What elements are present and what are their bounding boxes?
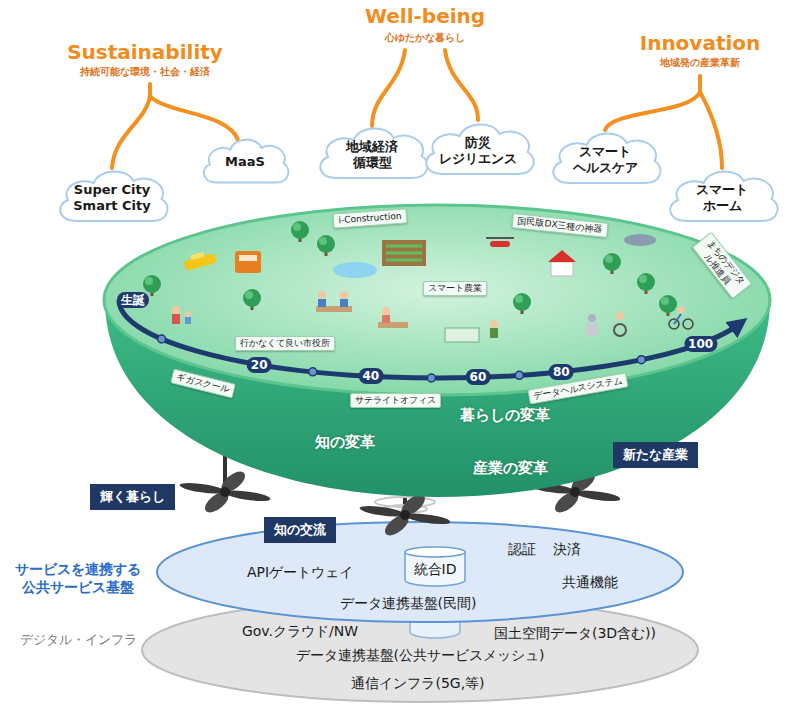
navy-label-box: 知の交流 — [264, 517, 336, 543]
node-text: 統合ID — [414, 561, 457, 579]
node-text: 知の交流 — [274, 521, 326, 539]
spring-lines — [375, 497, 435, 513]
cloud-bubble-outline-part — [60, 171, 167, 221]
node-text: スマート ホーム — [680, 182, 764, 213]
heading-text: Well-being — [365, 4, 485, 28]
node-text: 知の変革 — [315, 433, 375, 452]
orange-branch-line — [605, 76, 700, 130]
infra-platform-ellipse-outline-part — [410, 592, 460, 638]
node-text: 通信インフラ(5G,等) — [351, 675, 484, 693]
subheading-text: 地域発の産業革新 — [660, 56, 740, 70]
node-text: データ連携基盤(民間) — [340, 595, 477, 613]
node-text: データ連携基盤(公共サービスメッシュ) — [296, 647, 545, 665]
timeline-marker: 20 — [247, 357, 272, 373]
cloud-bubble: MaaS — [199, 134, 291, 186]
orange-branch-line — [700, 92, 722, 168]
cloud-bubble: 地域経済 循環型 — [314, 122, 431, 182]
tag-label: サテライトオフィス — [350, 393, 441, 408]
cloud-bubble-outline-part — [553, 133, 660, 183]
node-text: 共通機能 — [562, 574, 618, 592]
orange-branch-line — [150, 96, 238, 140]
node-text: デジタル・インフラ — [20, 631, 137, 649]
timeline-marker: 80 — [549, 364, 574, 380]
node-text: Gov.クラウド/NW — [242, 623, 358, 641]
subheading-text: 心ゆたかな暮らし — [385, 31, 465, 45]
service-platform-ellipse: サービスを連携する 公共サービス基盤APIゲートウェイ認証決済共通機能データ連携… — [155, 520, 685, 624]
node-text: 決済 — [553, 541, 581, 559]
spring-lines-part — [375, 497, 435, 507]
cloud-bubble: Super City Smart City — [54, 165, 171, 225]
node-text: 地域経済 循環型 — [330, 139, 414, 170]
tag-label: スマート農業 — [423, 281, 487, 296]
bowl-platform-outline-part — [104, 205, 770, 497]
cloud-bubble-outline-part — [426, 124, 533, 174]
propeller-symbol — [177, 470, 273, 513]
node-text: スマート農業 — [428, 283, 482, 293]
infra-platform-ellipse-outline-part — [142, 598, 698, 702]
node-text: サービスを連携する 公共サービス基盤 — [9, 560, 147, 596]
node-text: 防災 レジリエンス — [436, 135, 520, 166]
node-text: 暮らしの変革 — [460, 406, 550, 425]
node-text: i-Construction — [338, 211, 402, 226]
subheading-text: 持続可能な環境・社会・経済 — [80, 65, 210, 79]
cloud-bubble: スマート ヘルスケア — [547, 127, 664, 187]
node-text: 行かなくて良い市役所 — [240, 338, 330, 348]
service-platform-ellipse-outline-part — [157, 522, 683, 622]
tag-label: 行かなくて良い市役所 — [235, 336, 335, 351]
heading-text: Sustainability — [67, 40, 223, 64]
timeline-marker: 生誕 — [117, 292, 149, 308]
node-text: スマート ヘルスケア — [563, 144, 647, 175]
orange-branch-line — [112, 84, 150, 168]
bowl-platform-outline-part-part — [104, 205, 770, 395]
spring-lines-part — [383, 505, 427, 513]
cloud-bubble-outline-part — [320, 128, 427, 178]
node-text: 国土空間データ(3D含む)) — [494, 625, 656, 643]
node-text: 産業の変革 — [473, 459, 548, 478]
node-text: APIゲートウェイ — [247, 564, 353, 582]
node-text: サテライトオフィス — [355, 395, 436, 405]
cloud-bubble: 防災 レジリエンス — [420, 118, 537, 178]
node-text: 認証 — [508, 541, 536, 559]
cloud-bubble-outline-part — [204, 140, 288, 183]
timeline-marker: 100 — [684, 336, 717, 352]
timeline-marker: 40 — [359, 368, 384, 384]
orange-branch-line — [372, 50, 405, 126]
id-cylinder: 統合ID — [404, 546, 466, 586]
navy-label-box: 新たな産業 — [613, 442, 698, 468]
timeline-marker: 60 — [466, 369, 491, 385]
node-text: Super City Smart City — [70, 182, 154, 213]
node-text: MaaS — [225, 154, 265, 170]
heading-text: Innovation — [640, 31, 761, 55]
cloud-bubble: スマート ホーム — [664, 165, 781, 225]
id-cylinder-outline-part — [405, 547, 465, 557]
cloud-bubble-outline-part — [670, 171, 777, 221]
node-text: 輝く暮らし — [100, 488, 165, 506]
navy-label-box: 輝く暮らし — [90, 484, 175, 510]
orange-branch-line — [445, 50, 478, 120]
node-text: 新たな産業 — [623, 446, 688, 464]
